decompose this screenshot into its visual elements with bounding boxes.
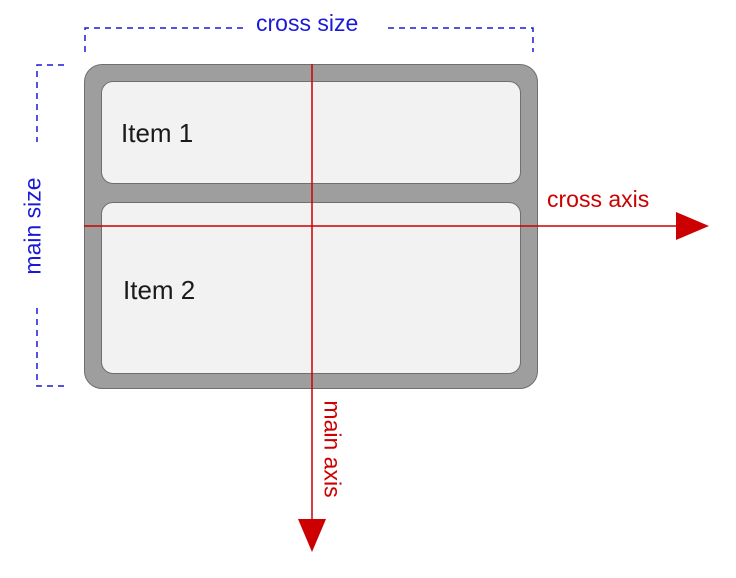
cross-axis-arrowhead: [676, 212, 709, 240]
main-axis-arrowhead: [298, 519, 326, 552]
cross-axis-label: cross axis: [547, 186, 650, 212]
flex-item-1: Item 1: [101, 81, 521, 184]
main-size-label: main size: [19, 177, 46, 275]
item-1-label: Item 1: [121, 118, 194, 148]
main-axis-label: main axis: [319, 400, 346, 498]
item-2-label: Item 2: [123, 275, 196, 305]
cross-size-label: cross size: [256, 10, 359, 36]
main-size-bracket: [36, 64, 66, 387]
cross-size-bracket: [84, 27, 534, 52]
flex-item-2: Item 2: [101, 202, 521, 374]
